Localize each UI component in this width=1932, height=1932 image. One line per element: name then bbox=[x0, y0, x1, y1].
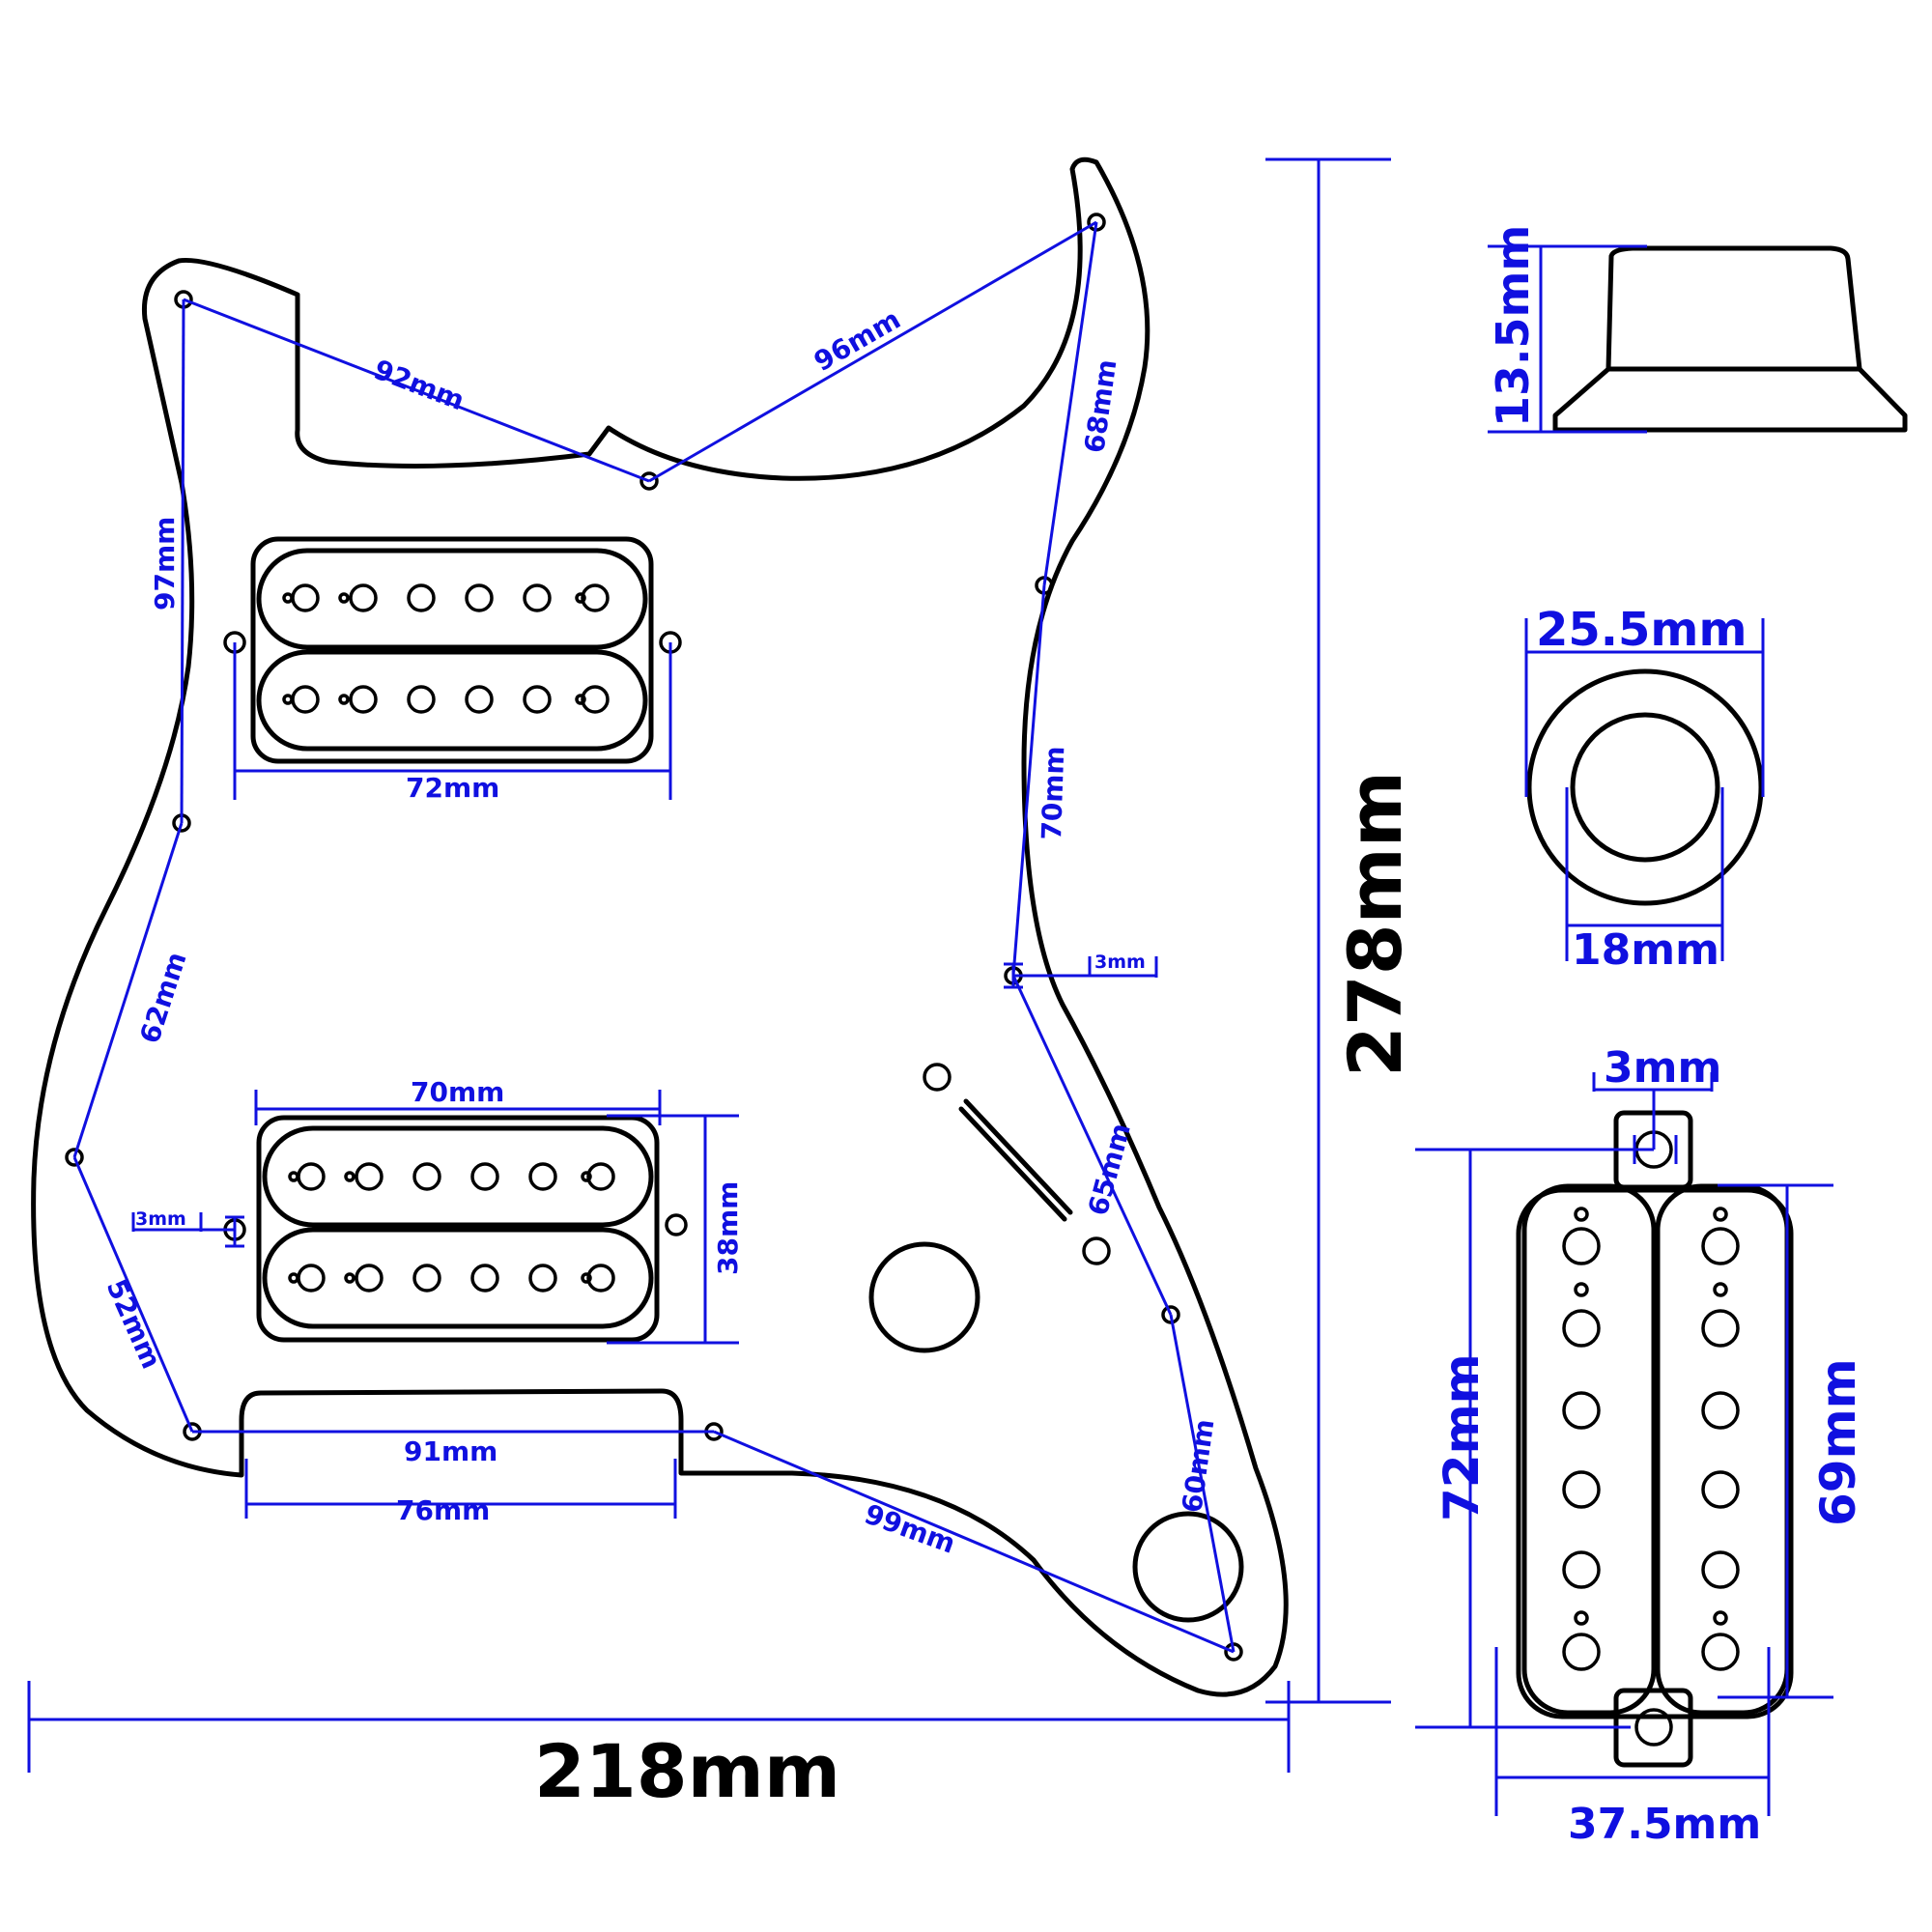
pole-piece bbox=[523, 583, 552, 612]
pole-piece bbox=[1701, 1309, 1740, 1348]
pole-screw bbox=[575, 694, 586, 705]
pole-screw bbox=[1713, 1610, 1728, 1626]
pole-screw bbox=[1574, 1610, 1589, 1626]
pole-piece bbox=[407, 685, 436, 714]
pole-piece bbox=[528, 1264, 557, 1293]
label-60mm: 60mm bbox=[1176, 1417, 1220, 1515]
pole-piece bbox=[412, 1264, 441, 1293]
pole-piece bbox=[355, 1162, 384, 1191]
pole-piece bbox=[1562, 1391, 1601, 1430]
pole-screw bbox=[344, 1171, 355, 1182]
pole-screw bbox=[282, 592, 294, 604]
humbucker-top-view bbox=[1516, 1110, 1794, 1768]
label-3mm-right: 3mm bbox=[1094, 952, 1146, 973]
pole-piece bbox=[1701, 1550, 1740, 1589]
label-72mm-neck: 72mm bbox=[406, 772, 499, 804]
pole-piece bbox=[1562, 1550, 1601, 1589]
switch-screw-bottom bbox=[1082, 1236, 1111, 1265]
pole-piece bbox=[291, 583, 320, 612]
pole-piece bbox=[581, 685, 610, 714]
label-38mm: 38mm bbox=[712, 1181, 744, 1275]
pole-piece bbox=[412, 1162, 441, 1191]
pole-piece bbox=[586, 1162, 615, 1191]
tone-pot-hole bbox=[1132, 1511, 1244, 1623]
label-tab-hole: 3mm bbox=[1604, 1043, 1721, 1093]
pole-piece bbox=[1562, 1309, 1601, 1348]
knob-side-view bbox=[1552, 245, 1908, 433]
label-hb-length: 69mm bbox=[1810, 1358, 1866, 1526]
pole-piece bbox=[528, 1162, 557, 1191]
pole-piece bbox=[355, 1264, 384, 1293]
label-65mm: 65mm bbox=[1082, 1120, 1137, 1219]
pole-piece bbox=[349, 583, 378, 612]
bridge-humbucker bbox=[256, 1115, 660, 1343]
pole-screw bbox=[288, 1171, 299, 1182]
dimension-lines bbox=[27, 157, 1391, 1773]
label-70mm-right: 70mm bbox=[1036, 746, 1070, 840]
switch-slot bbox=[958, 1098, 1073, 1222]
pole-piece bbox=[407, 583, 436, 612]
pole-piece bbox=[465, 583, 494, 612]
pole-piece bbox=[1701, 1227, 1740, 1265]
label-knob-outer-diameter: 25.5mm bbox=[1536, 603, 1747, 657]
pole-screw bbox=[1713, 1207, 1728, 1222]
label-99mm: 99mm bbox=[861, 1498, 960, 1560]
label-hb-length-tabs: 72mm bbox=[1434, 1353, 1490, 1521]
label-overall-height: 278mm bbox=[1332, 771, 1418, 1077]
pole-piece bbox=[586, 1264, 615, 1293]
pole-piece bbox=[1562, 1470, 1601, 1509]
pole-screw bbox=[338, 592, 350, 604]
label-3mm-left: 3mm bbox=[135, 1208, 186, 1230]
label-91mm: 91mm bbox=[404, 1435, 497, 1467]
label-76mm: 76mm bbox=[396, 1494, 490, 1526]
pole-screw bbox=[1574, 1282, 1589, 1297]
pole-screw bbox=[338, 694, 350, 705]
label-70mm-bridge: 70mm bbox=[411, 1076, 504, 1108]
pole-piece bbox=[1701, 1633, 1740, 1671]
knob-top-view bbox=[1526, 668, 1764, 906]
pickguard-outline bbox=[31, 156, 1289, 1697]
pole-screw bbox=[1713, 1282, 1728, 1297]
pole-piece bbox=[470, 1264, 499, 1293]
knob-diameter-dims bbox=[1524, 618, 1765, 961]
humbucker-dims bbox=[1415, 1072, 1833, 1816]
pole-screw bbox=[288, 1272, 299, 1284]
pole-screw bbox=[282, 694, 294, 705]
pole-screw bbox=[344, 1272, 355, 1284]
label-52mm: 52mm bbox=[100, 1274, 168, 1373]
pole-piece bbox=[470, 1162, 499, 1191]
pole-piece bbox=[1701, 1470, 1740, 1509]
pole-screw bbox=[1574, 1207, 1589, 1222]
pole-piece bbox=[291, 685, 320, 714]
pole-screw bbox=[575, 592, 586, 604]
label-knob-inner-diameter: 18mm bbox=[1572, 925, 1719, 975]
label-68mm: 68mm bbox=[1078, 357, 1122, 455]
pole-screw bbox=[581, 1171, 592, 1182]
pole-piece bbox=[523, 685, 552, 714]
knob-height-dim bbox=[1488, 244, 1647, 434]
pole-piece bbox=[297, 1162, 326, 1191]
neck-humbucker bbox=[250, 536, 654, 764]
bridge-mount-hole-right bbox=[665, 1213, 688, 1236]
label-knob-height: 13.5mm bbox=[1487, 225, 1539, 427]
pole-piece bbox=[349, 685, 378, 714]
pole-piece bbox=[1562, 1227, 1601, 1265]
pole-piece bbox=[465, 685, 494, 714]
label-92mm: 92mm bbox=[369, 354, 469, 417]
label-97mm: 97mm bbox=[149, 517, 181, 611]
pole-piece bbox=[297, 1264, 326, 1293]
pole-piece bbox=[1701, 1391, 1740, 1430]
volume-pot-hole bbox=[868, 1241, 980, 1353]
switch-screw-top bbox=[923, 1063, 952, 1092]
pole-piece bbox=[581, 583, 610, 612]
pole-screw bbox=[581, 1272, 592, 1284]
label-hb-width: 37.5mm bbox=[1568, 1800, 1761, 1849]
label-62mm: 62mm bbox=[133, 948, 192, 1047]
label-overall-width: 218mm bbox=[534, 1728, 840, 1814]
pole-piece bbox=[1562, 1633, 1601, 1671]
